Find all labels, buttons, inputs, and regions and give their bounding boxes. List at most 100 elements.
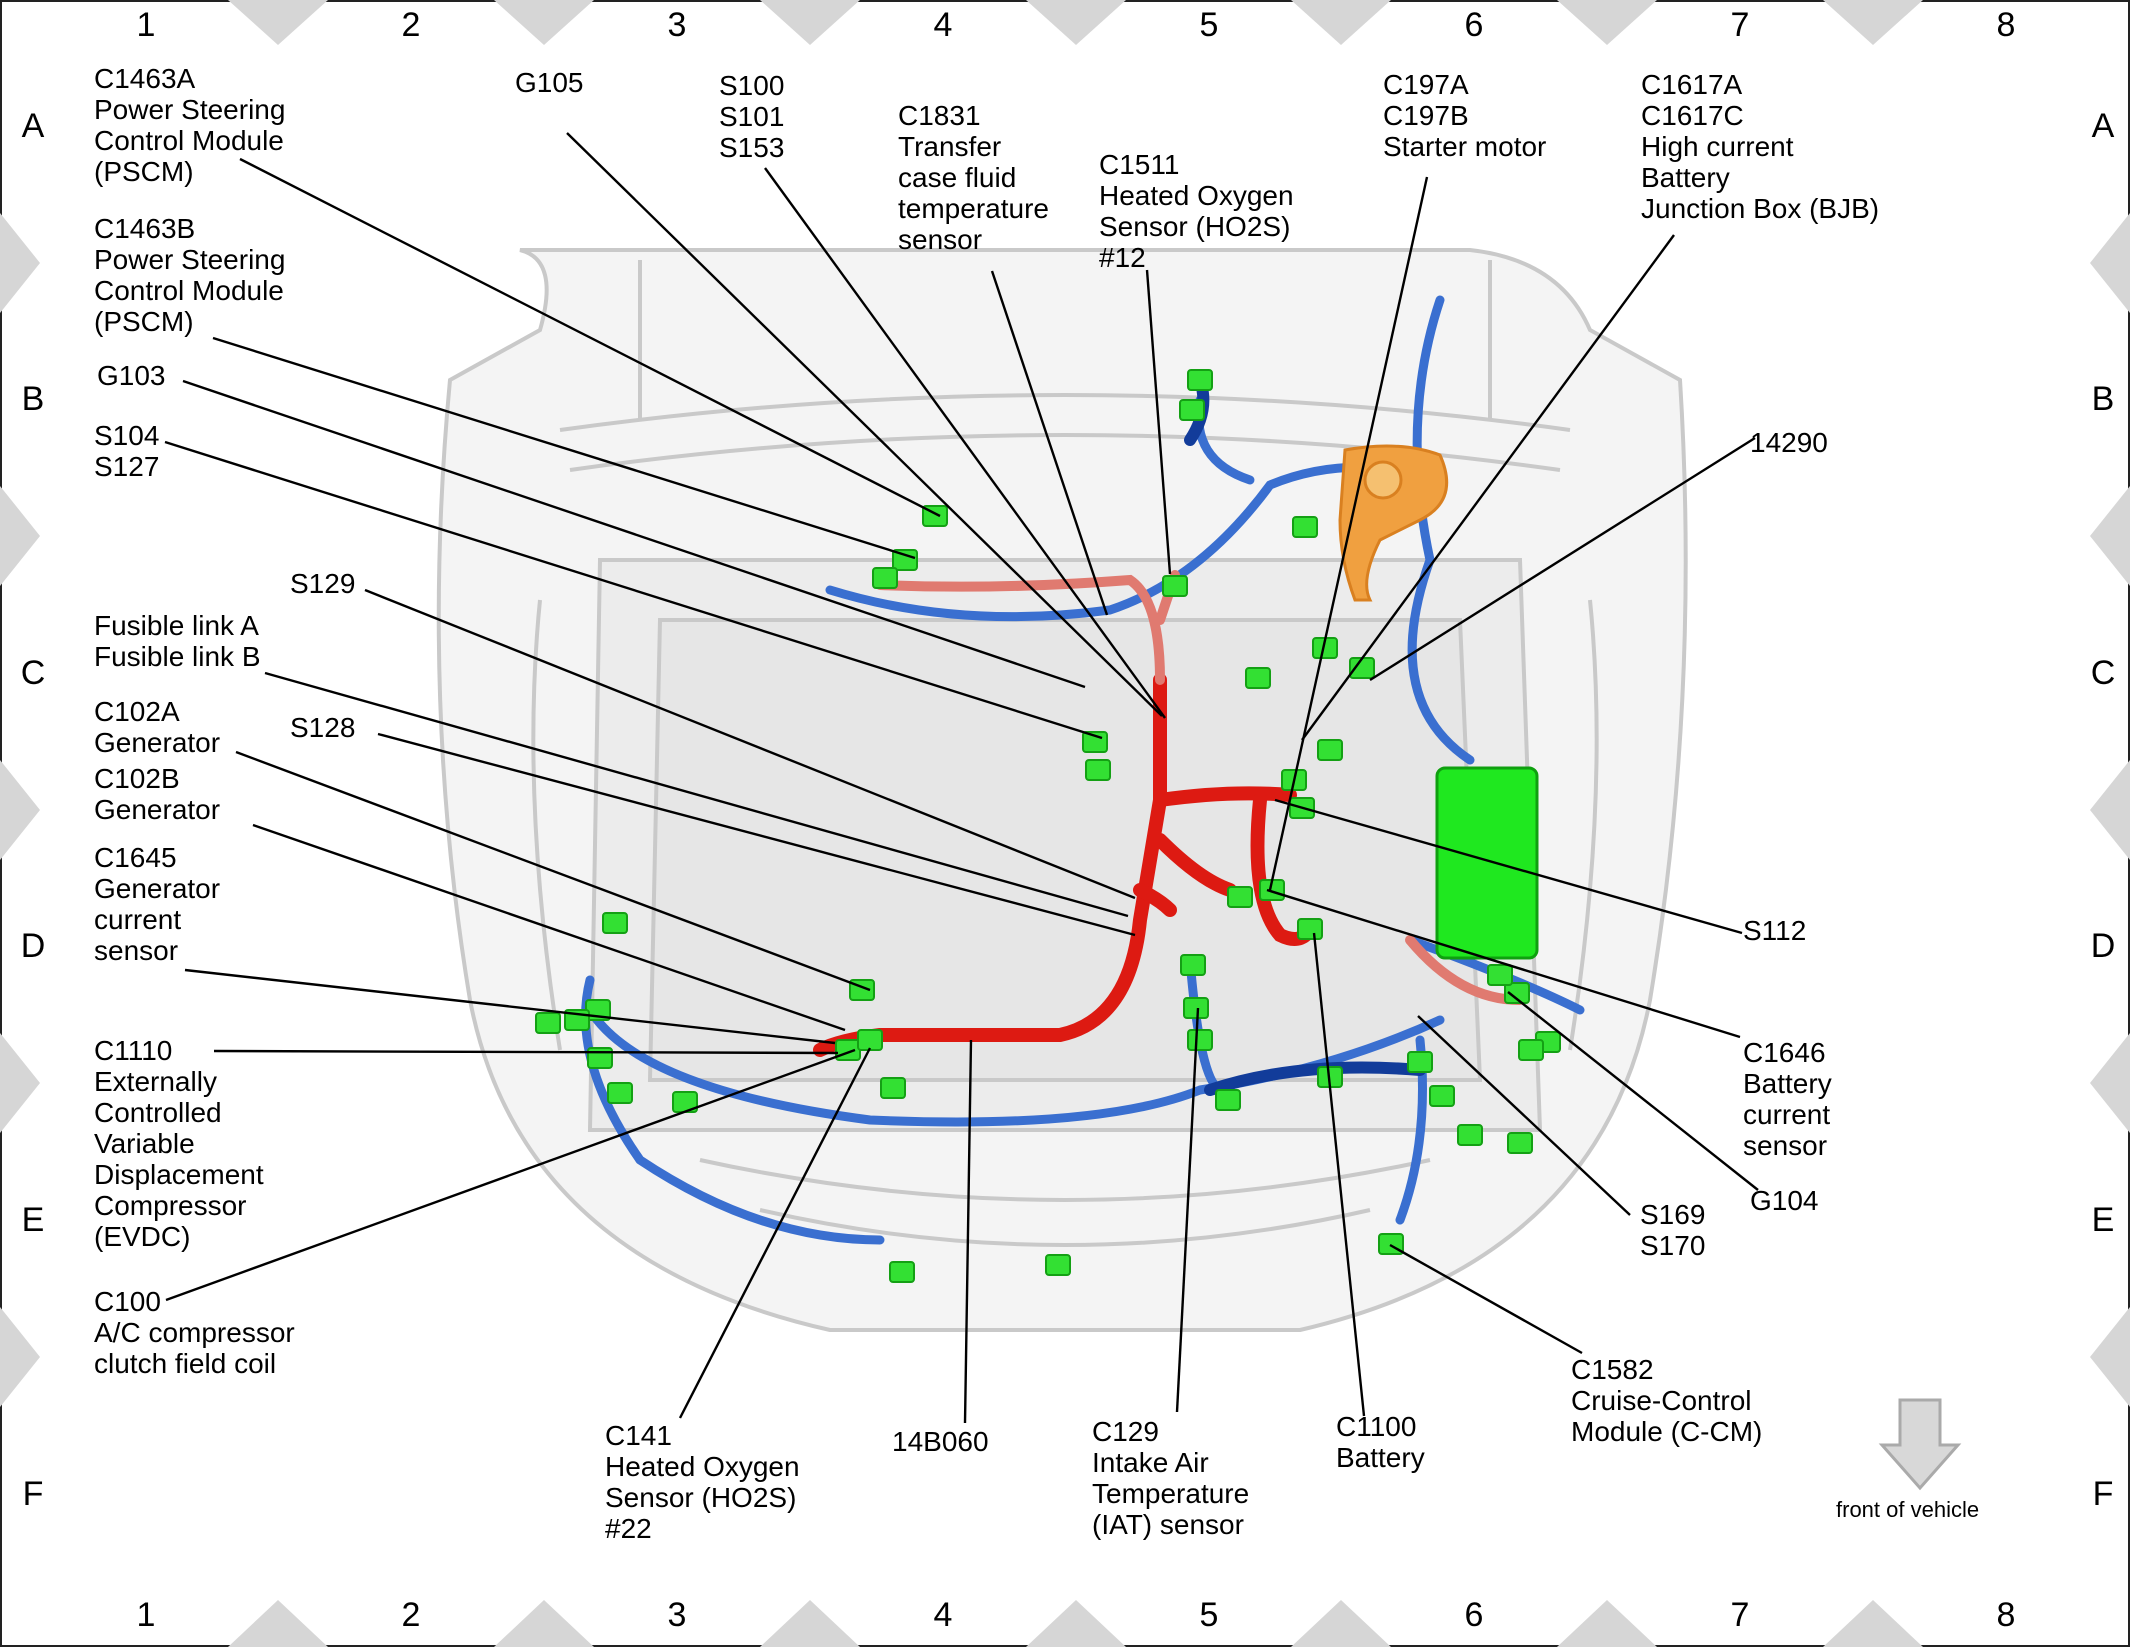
connector-block	[1180, 954, 1206, 976]
connector-block	[1227, 886, 1253, 908]
grid-col-8-top: 8	[1996, 6, 2016, 44]
connector-block	[587, 1047, 613, 1069]
grid-row-a-left: A	[21, 107, 45, 145]
grid-col-6-top: 6	[1464, 6, 1484, 44]
leader-line	[1268, 176, 1429, 891]
callout-s129: S129	[290, 568, 356, 599]
frame-diamond-bottom	[1026, 1600, 1126, 1647]
callout-g105: G105	[515, 67, 584, 98]
starter-cable	[1338, 444, 1449, 602]
frame-diamond-bottom	[494, 1600, 594, 1647]
grid-row-d-left: D	[20, 927, 46, 965]
frame-diamond-top	[1823, 0, 1923, 45]
grid-row-b-right: B	[2091, 380, 2115, 418]
frame-diamond-left	[0, 486, 40, 586]
grid-col-1-top: 1	[136, 6, 156, 44]
leader-line	[213, 1049, 839, 1055]
connector-block	[1429, 1085, 1455, 1107]
connector-block	[607, 1082, 633, 1104]
grid-row-c-right: C	[2090, 654, 2116, 692]
grid-col-5-bottom: 5	[1199, 1596, 1219, 1634]
connector-block	[889, 1261, 915, 1283]
frame-diamond-top	[228, 0, 328, 45]
connector-block	[835, 1039, 861, 1061]
connector-block	[857, 1029, 883, 1051]
connector-block	[1187, 369, 1213, 391]
connector-block	[1518, 1039, 1544, 1061]
grid-col-6-bottom: 6	[1464, 1596, 1484, 1634]
leader-line	[1312, 932, 1366, 1417]
connector-block	[1292, 516, 1318, 538]
leader-line	[1266, 888, 1741, 1039]
leader-line	[252, 823, 846, 1032]
leader-line	[212, 336, 916, 560]
leader-line	[1389, 1243, 1583, 1355]
frame-diamond-top	[1557, 0, 1657, 45]
frame-diamond-left	[0, 213, 40, 313]
frame-diamond-right	[2090, 213, 2130, 313]
grid-col-4-bottom: 4	[933, 1596, 953, 1634]
frame-diamond-bottom	[1557, 1600, 1657, 1647]
leader-line	[235, 750, 871, 992]
frame-diamond-bottom	[1291, 1600, 1391, 1647]
connector-block	[1162, 575, 1188, 597]
connectors	[535, 369, 1561, 1283]
leader-line	[963, 1039, 973, 1424]
frame-diamond-top	[1291, 0, 1391, 45]
callout-g104: G104	[1750, 1185, 1819, 1216]
grid-col-3-top: 3	[667, 6, 687, 44]
grid-col-4-top: 4	[933, 6, 953, 44]
leader-line	[164, 440, 1103, 740]
frame-diamond-bottom	[1823, 1600, 1923, 1647]
grid-col-2-bottom: 2	[401, 1596, 421, 1634]
grid-col-2-top: 2	[401, 6, 421, 44]
connector-block	[1187, 1029, 1213, 1051]
leader-line	[1507, 991, 1759, 1191]
leader-line	[1369, 436, 1756, 682]
grid-col-3-bottom: 3	[667, 1596, 687, 1634]
leader-line	[184, 968, 836, 1045]
leader-line	[182, 379, 1086, 689]
connector-block	[1245, 667, 1271, 689]
connector-block	[1507, 1132, 1533, 1154]
grid-col-7-top: 7	[1730, 6, 1750, 44]
front-arrow-icon	[1878, 1398, 1962, 1491]
frame-diamond-left	[0, 1033, 40, 1133]
leader-line	[1274, 798, 1743, 935]
grid-row-c-left: C	[20, 654, 46, 692]
connector-block	[1179, 399, 1205, 421]
grid-row-f-left: F	[22, 1475, 44, 1513]
leader-line	[239, 157, 941, 518]
battery-junction-box	[1435, 766, 1539, 960]
grid-row-b-left: B	[21, 380, 45, 418]
leader-line	[377, 732, 1136, 937]
callout-g103: G103	[97, 360, 166, 391]
connector-block	[1487, 964, 1513, 986]
frame-diamond-bottom	[228, 1600, 328, 1647]
grid-col-8-bottom: 8	[1996, 1596, 2016, 1634]
frame-diamond-right	[2090, 1033, 2130, 1133]
connector-block	[1045, 1254, 1071, 1276]
frame-diamond-left	[0, 760, 40, 860]
connector-block	[880, 1077, 906, 1099]
connector-block	[535, 1012, 561, 1034]
callout-s112: S112	[1743, 915, 1807, 946]
connector-block	[1504, 982, 1530, 1004]
grid-row-e-right: E	[2091, 1201, 2115, 1239]
grid-col-5-top: 5	[1199, 6, 1219, 44]
